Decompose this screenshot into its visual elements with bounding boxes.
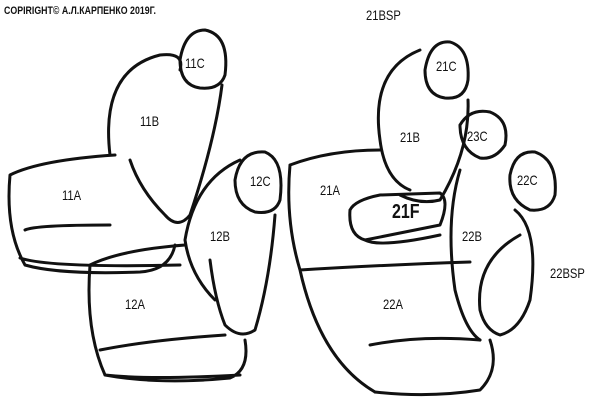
label-22BSP: 22BSP [550, 265, 585, 281]
seat-11-backrest [107, 53, 224, 224]
label-23C: 23C [467, 128, 488, 144]
seat-12-backrest [183, 158, 277, 336]
label-22A: 22A [383, 296, 403, 312]
seat-22-backrest [449, 168, 535, 342]
label-11C: 11C [185, 55, 205, 71]
label-21B: 21B [400, 129, 420, 145]
seat-23-headrest [458, 109, 508, 160]
label-12C: 12C [250, 173, 271, 189]
seat-11-cushion [7, 153, 182, 275]
copyright-text: COPIRIGHT© А.Л.КАРПЕНКО 2019Г. [4, 5, 156, 17]
seat-22-cushion [368, 336, 495, 397]
rear-bench-frame [287, 148, 472, 394]
label-11B: 11B [140, 113, 160, 129]
label-21A: 21A [320, 182, 340, 198]
seat-12-cushion [87, 243, 248, 383]
label-21BSP: 21BSP [366, 7, 401, 23]
seat-21-headrest [423, 40, 470, 100]
seat-11-headrest [178, 28, 228, 90]
label-21C: 21C [436, 58, 457, 74]
label-11A: 11A [62, 187, 82, 203]
label-22C: 22C [517, 172, 538, 188]
seat-22-headrest [508, 150, 557, 212]
label-21F: 21F [392, 201, 420, 223]
armrest-21F [348, 191, 447, 245]
label-12B: 12B [210, 228, 230, 244]
seat-12-headrest [233, 150, 283, 214]
label-12A: 12A [125, 296, 145, 312]
label-22B: 22B [462, 228, 482, 244]
